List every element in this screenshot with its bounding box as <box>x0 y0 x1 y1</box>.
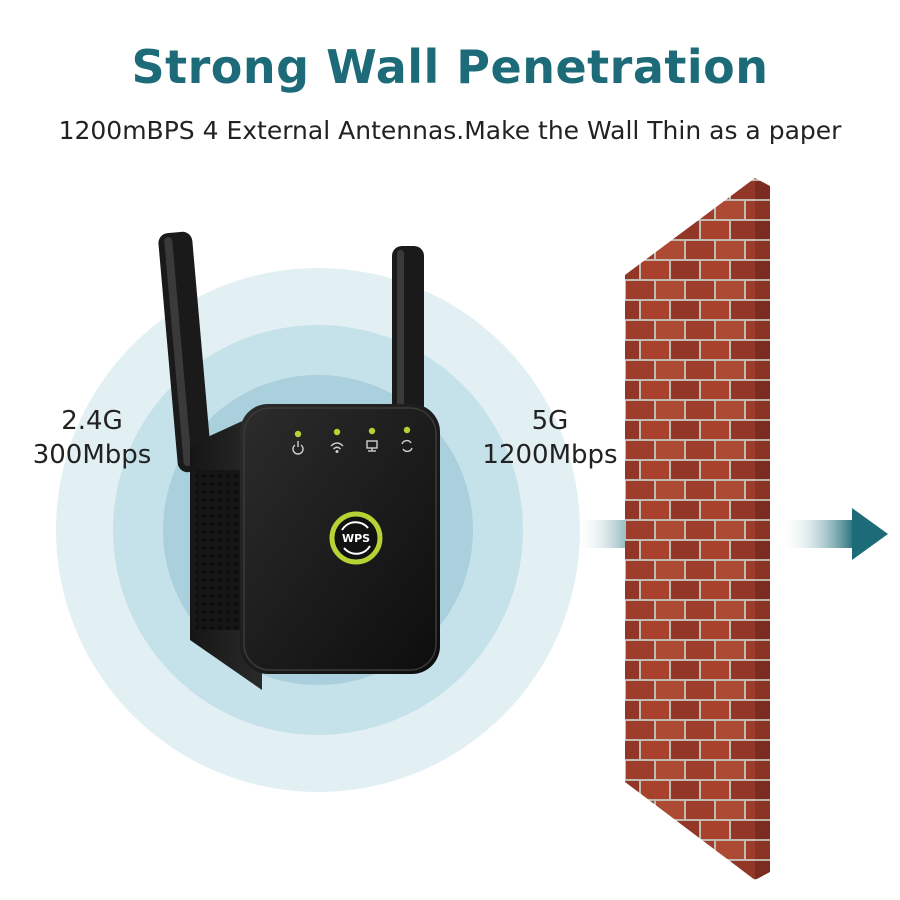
signal-arrow-through-wall <box>780 508 888 560</box>
led-wifi <box>333 428 341 436</box>
page-title: Strong Wall Penetration <box>131 40 769 94</box>
brick-wall <box>625 178 770 880</box>
wps-button[interactable]: WPS <box>329 511 383 565</box>
band-5g-speed: 1200Mbps <box>482 440 618 470</box>
lan-icon <box>366 440 378 452</box>
wifi-repeater: WPS <box>158 231 440 690</box>
band-24g-speed: 300Mbps <box>32 440 152 470</box>
power-icon <box>292 441 304 455</box>
brick-wall-front <box>625 178 755 880</box>
led-lan <box>368 427 376 435</box>
status-leds <box>294 426 411 438</box>
band-5g-label: 5G 1200Mbps <box>470 404 630 472</box>
led-power <box>294 430 302 438</box>
brick-wall-side <box>755 178 770 880</box>
wifi-icon <box>330 442 344 454</box>
page-subtitle: 1200mBPS 4 External Antennas.Make the Wa… <box>58 116 842 145</box>
band-5g-name: 5G <box>531 406 569 436</box>
wps-icon <box>401 439 413 453</box>
band-24g-label: 2.4G 300Mbps <box>22 404 162 472</box>
led-wps <box>403 426 411 434</box>
band-24g-name: 2.4G <box>61 406 123 436</box>
wps-button-label: WPS <box>342 532 370 545</box>
